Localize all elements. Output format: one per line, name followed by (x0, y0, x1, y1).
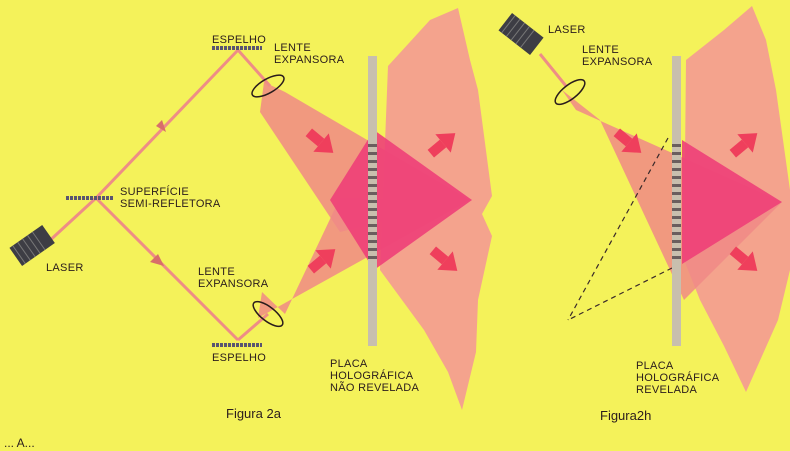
lens-b-icon (554, 78, 586, 106)
caption-figure-2a: Figura 2a (226, 406, 281, 421)
label-laser-a: LASER (46, 262, 84, 274)
lens-top-icon (251, 74, 285, 98)
virtual-image-lines (567, 137, 673, 321)
arrows-a (305, 128, 458, 274)
laser-icon (9, 224, 55, 266)
label-mirror-bottom: ESPELHO (212, 352, 267, 364)
interference-zone (330, 130, 472, 270)
caption-figure-2b: Figura2h (600, 408, 652, 423)
label-mirror-top: ESPELHO (212, 34, 267, 46)
arrows-b (613, 128, 758, 271)
figure-2b (498, 6, 790, 392)
lens-bottom-icon (252, 300, 284, 328)
reconstructed-zone (682, 140, 782, 264)
laser-icon-b (498, 12, 544, 55)
label-laser-b: LASER (548, 24, 586, 36)
figure-2a (9, 8, 492, 410)
laser-beams (44, 48, 272, 342)
cropped-body-text: ... A... (4, 436, 35, 450)
